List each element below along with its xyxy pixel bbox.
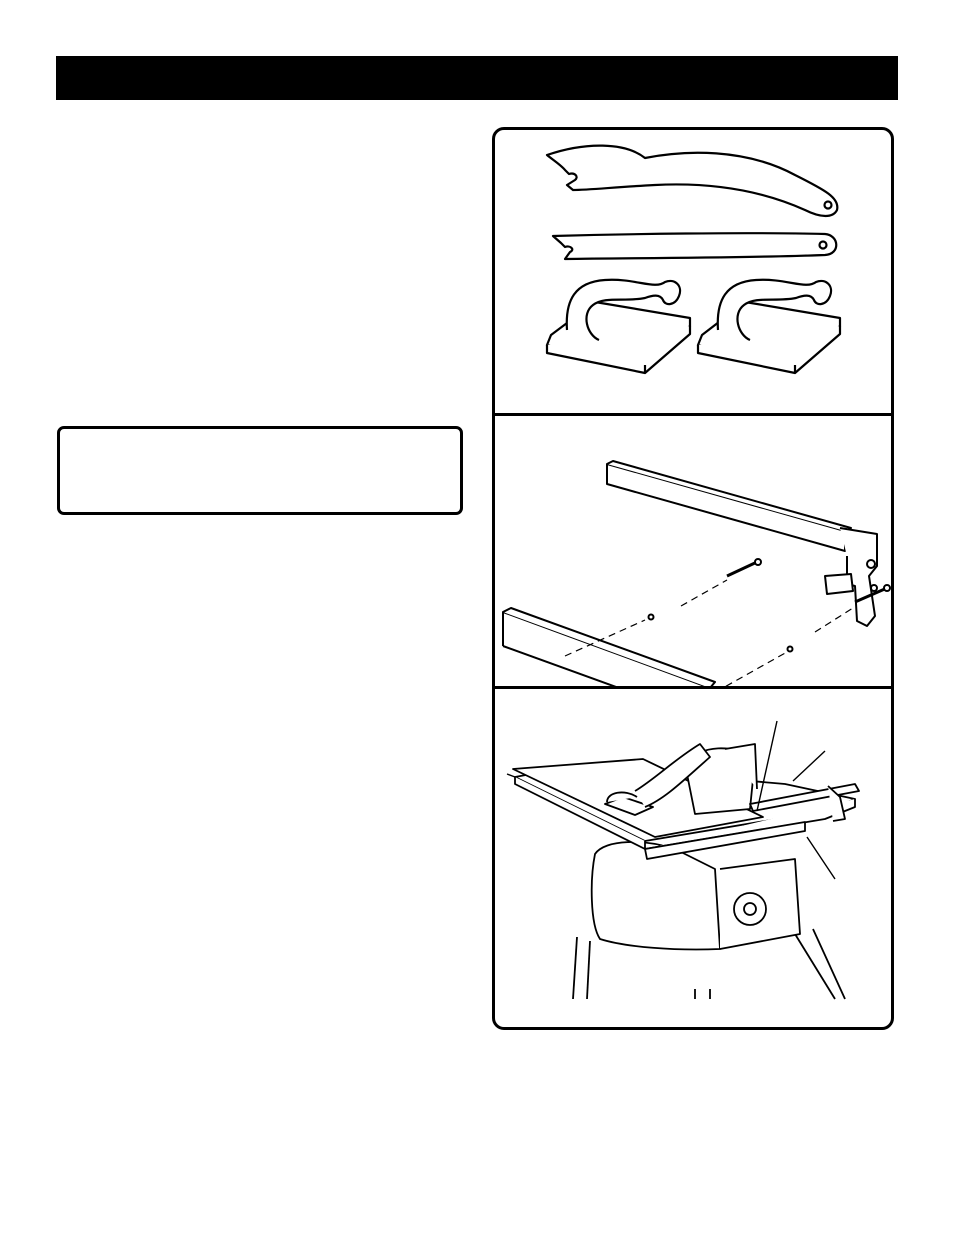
header-bar bbox=[56, 56, 898, 100]
fence-assembly-figure bbox=[495, 416, 891, 686]
note-box bbox=[57, 426, 463, 515]
push-stick-and-push-block-illustration bbox=[545, 144, 842, 375]
table-saw-with-push-block-illustration bbox=[506, 720, 860, 1000]
table-saw-figure bbox=[495, 689, 891, 1027]
figure-divider bbox=[495, 413, 891, 416]
note-text bbox=[60, 429, 460, 449]
auxiliary-fence-mounting-illustration bbox=[502, 460, 891, 686]
figure-frame bbox=[492, 127, 894, 1030]
figure-divider bbox=[495, 686, 891, 689]
push-sticks-figure bbox=[495, 130, 891, 413]
